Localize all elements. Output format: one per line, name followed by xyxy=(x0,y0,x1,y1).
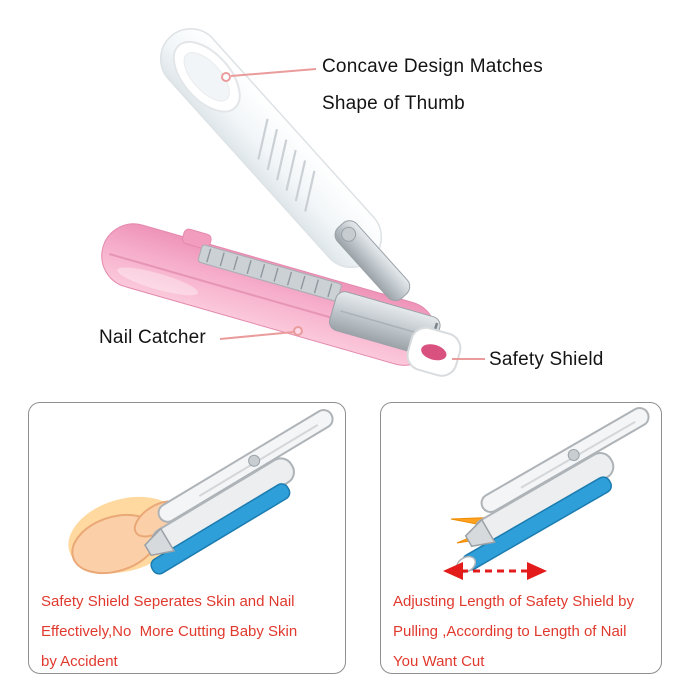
safety-shield-label: Safety Shield xyxy=(489,349,604,370)
safety-shield-explainer-panel: Safety Shield Seperates Skin and Nail Ef… xyxy=(28,402,346,674)
mini-clipper-right xyxy=(455,407,650,574)
nail-file-strip xyxy=(197,244,342,302)
nail-clipper-illustration xyxy=(101,28,485,377)
callout-dot-concave xyxy=(221,72,231,82)
nail-catcher-body xyxy=(101,223,462,377)
mini-safety-shield-blue xyxy=(150,483,291,575)
concave-design-label-line1: Concave Design Matches xyxy=(322,56,543,77)
callout-line-nail-catcher xyxy=(219,331,295,340)
clipper-handle xyxy=(159,28,411,302)
mini-jaw xyxy=(144,527,176,557)
concave-design-label: Concave Design Matches Shape of Thumb xyxy=(322,48,543,122)
panel-text-line: Effectively,No More Cutting Baby Skin xyxy=(41,623,298,640)
mini-rivet xyxy=(567,449,580,461)
pull-direction-arrows xyxy=(443,562,547,580)
adjust-shield-explainer-illustration xyxy=(443,407,650,580)
mini-rivet xyxy=(248,454,261,467)
arrow-right xyxy=(527,562,547,580)
safety-shield-explainer-text: Safety Shield Seperates Skin and Nail Ef… xyxy=(41,587,339,677)
arrow-left xyxy=(443,562,463,580)
rivet xyxy=(341,226,357,242)
safety-shield-explainer-illustration xyxy=(68,409,334,575)
handle-ridges xyxy=(257,118,316,212)
mini-clipper-left xyxy=(144,409,334,575)
callout-lines xyxy=(219,68,485,360)
concave-design-label-line2: Shape of Thumb xyxy=(322,93,465,114)
latch-tab xyxy=(181,228,212,250)
panel-text-line: by Accident xyxy=(41,653,118,670)
panel-text-line: Pulling ,According to Length of Nail xyxy=(393,623,627,640)
adjust-shield-explainer-panel: Adjusting Length of Safety Shield by Pul… xyxy=(380,402,662,674)
lever-arm xyxy=(334,220,411,302)
panel-text-line: Adjusting Length of Safety Shield by xyxy=(393,593,634,610)
panel-text-line: You Want Cut xyxy=(393,653,485,670)
nail-catcher-label: Nail Catcher xyxy=(99,327,206,348)
mini-jaw xyxy=(464,518,496,548)
shield-opening xyxy=(421,344,447,361)
callout-dot-nail-catcher xyxy=(293,326,303,336)
adjust-shield-explainer-text: Adjusting Length of Safety Shield by Pul… xyxy=(393,587,655,677)
callout-line-concave xyxy=(230,68,317,77)
panel-text-line: Safety Shield Seperates Skin and Nail xyxy=(41,593,295,610)
